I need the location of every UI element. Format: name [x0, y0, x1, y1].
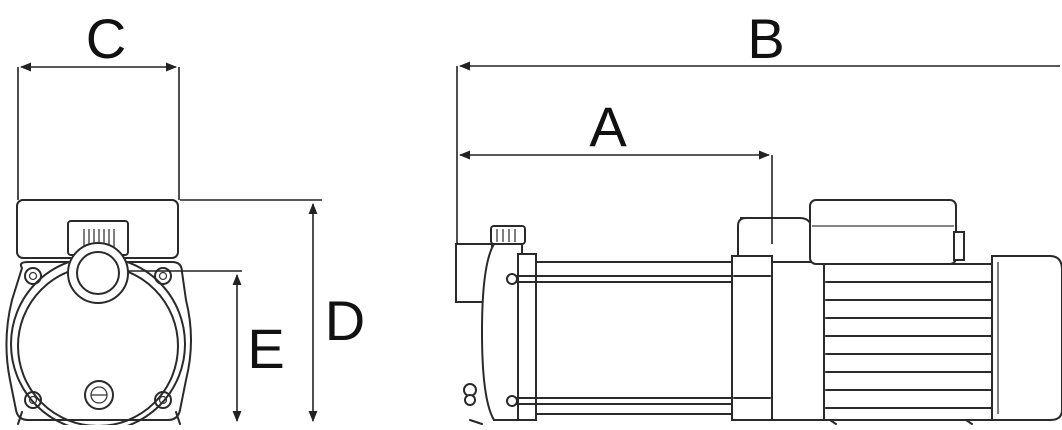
front-discharge-port-inner [76, 251, 120, 295]
side-priming-plug [490, 225, 526, 245]
side-motor-flange [771, 261, 825, 421]
front-view [5, 199, 192, 430]
side-terminal-cap [953, 231, 965, 261]
dimension-c: C [17, 7, 180, 200]
dimension-c-label: C [86, 7, 126, 70]
front-bolts [24, 267, 172, 409]
dimension-d: D [180, 199, 365, 423]
dimension-e: E [128, 270, 285, 423]
side-motor-ribs [825, 281, 993, 409]
dimension-b: B [456, 7, 1060, 155]
dimension-b-label: B [747, 7, 784, 70]
dimension-e-label: E [247, 317, 284, 380]
front-pump-housing [5, 261, 192, 421]
dimension-a-label: A [589, 95, 627, 158]
side-pump-head [480, 243, 523, 421]
front-drain-plug [84, 380, 114, 410]
dimension-d-label: D [325, 289, 365, 352]
side-front-plate [517, 253, 537, 421]
side-view [455, 199, 1062, 425]
side-terminal-box [809, 199, 957, 265]
dimension-a: A [456, 95, 773, 244]
side-fan-cover [991, 255, 1062, 421]
side-motor-body [823, 263, 995, 421]
side-middle-plate [731, 255, 773, 421]
